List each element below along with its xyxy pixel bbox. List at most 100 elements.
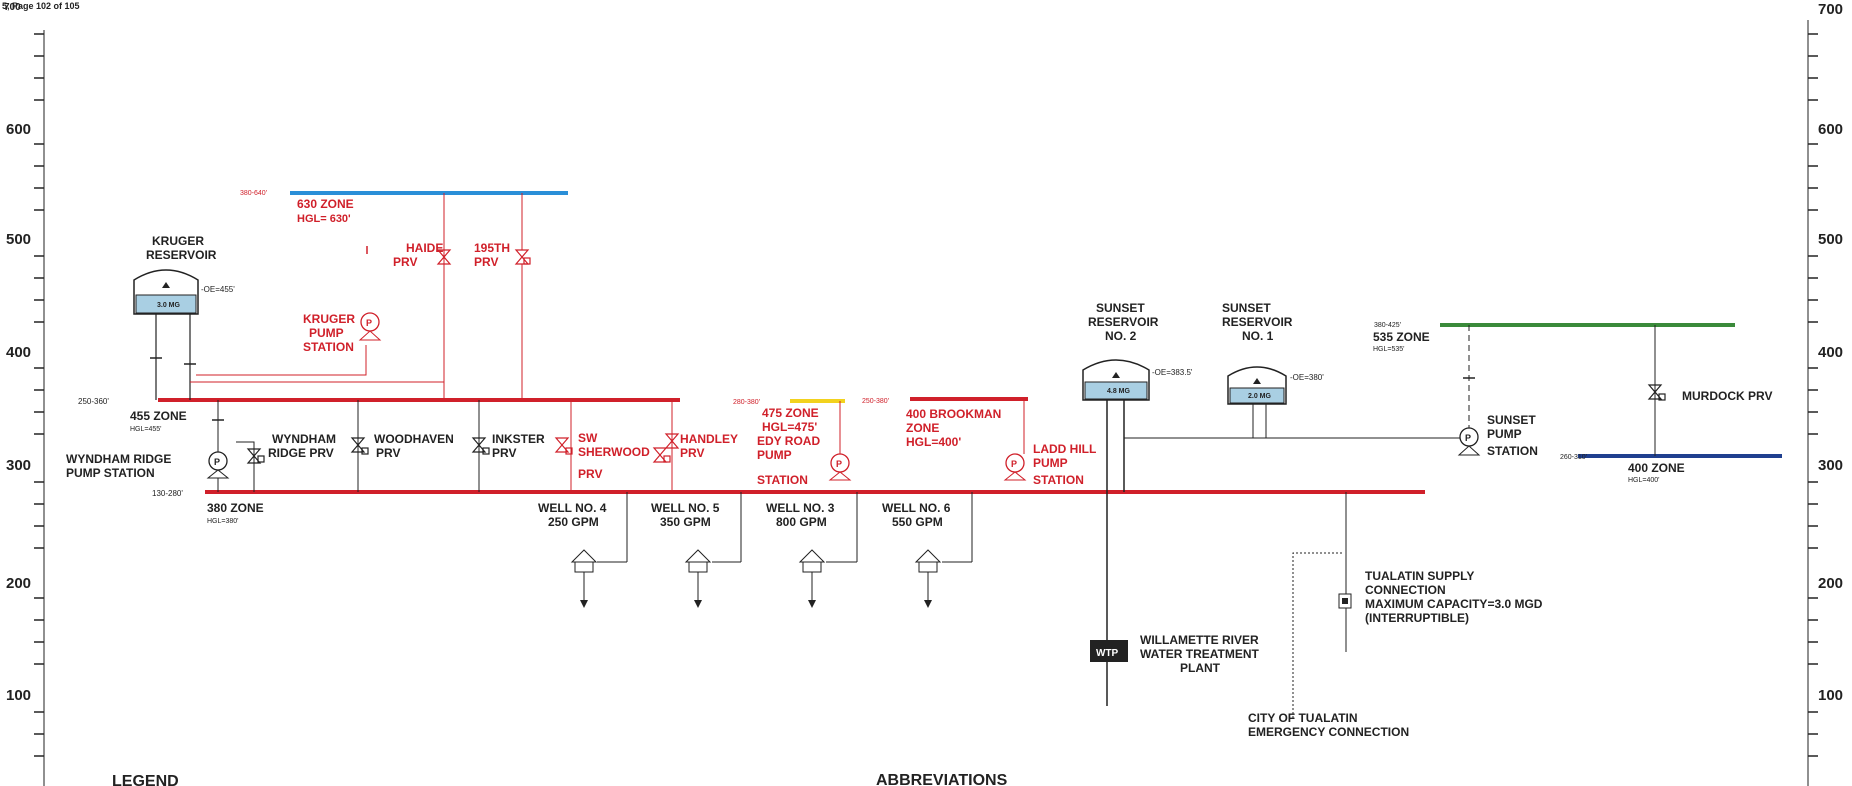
zone-475-range: 280-380' [733,399,760,406]
right-scale-100: 100 [1818,687,1843,704]
left-elevation-scale: 700 600 500 400 300 200 100 [4,2,45,786]
wyndham-prv-line2: RIDGE PRV [268,446,334,460]
sw-sherwood-prv-line1: SW [578,431,598,445]
well-4-name: WELL NO. 4 [538,501,607,515]
wyndham-pump-icon: P [206,400,230,492]
kruger-reservoir-oe: -OE=455' [201,285,235,294]
well-6-flow: 550 GPM [892,515,943,529]
handley-prv-valve-icon [664,433,680,449]
tualatin-supply-line2: CONNECTION [1365,583,1446,597]
zone-400-hgl: HGL=400' [1628,477,1660,484]
right-scale-400: 400 [1818,344,1843,361]
zone-400b-name2: ZONE [906,421,939,435]
right-scale-500: 500 [1818,231,1843,248]
well-6: WELL NO. 6 550 GPM [882,492,973,608]
sunset1-capacity: 2.0 MG [1248,393,1272,400]
zone-535-hgl: HGL=535' [1373,346,1405,353]
sunset1-line1: SUNSET [1222,301,1271,315]
left-scale-100: 100 [6,687,31,704]
well-5-name: WELL NO. 5 [651,501,720,515]
haide-prv-line2: PRV [393,255,417,269]
sunset2-line1: SUNSET [1096,301,1145,315]
well-4-flow: 250 GPM [548,515,599,529]
zone-400-name: 400 ZONE [1628,461,1685,475]
kruger-pump-line2: PUMP [309,326,344,340]
left-scale-700-partial: 700 [4,2,21,13]
left-scale-400: 400 [6,344,31,361]
right-scale-300: 300 [1818,457,1843,474]
willamette-line2: WATER TREATMENT [1140,647,1260,661]
edy-pump-line3: STATION [757,473,808,487]
prv-195th-valve-icon [514,249,531,265]
kruger-reservoir-line2: RESERVOIR [146,248,217,262]
ladd-pump-line3: STATION [1033,473,1084,487]
zone-380-hgl: HGL=380' [207,518,239,525]
sunset1-oe: -OE=380' [1290,373,1324,382]
inkster-prv-line1: INKSTER [492,432,545,446]
right-scale-200: 200 [1818,575,1843,592]
sunset2-capacity: 4.8 MG [1107,388,1131,395]
woodhaven-prv-valve-icon [350,437,369,455]
right-scale-700: 700 [1818,1,1843,18]
well-3-name: WELL NO. 3 [766,501,835,515]
zone-630-name: 630 ZONE [297,197,354,211]
sunset-pump-line1: SUNSET [1487,413,1536,427]
kruger-reservoir-capacity: 3.0 MG [157,302,181,309]
sunset2-reservoir-tank [1082,359,1150,401]
tualatin-supply-line1: TUALATIN SUPPLY [1365,569,1474,583]
well-6-name: WELL NO. 6 [882,501,951,515]
haide-prv-valve-icon [436,249,452,265]
sunset-pump-line3: STATION [1487,444,1538,458]
tualatin-supply-line3: MAXIMUM CAPACITY=3.0 MGD [1365,597,1543,611]
murdock-prv-valve-icon [1647,384,1666,401]
ladd-pump-line1: LADD HILL [1033,442,1096,456]
kruger-pump-line1: KRUGER [303,312,355,326]
abbreviations-heading: ABBREVIATIONS [876,772,1008,786]
zone-400b-hgl: HGL=400' [906,435,961,449]
woodhaven-prv-line1: WOODHAVEN [374,432,454,446]
well-4: WELL NO. 4 250 GPM [538,492,628,608]
murdock-prv-line1: MURDOCK PRV [1682,389,1772,403]
svg-text:WTP: WTP [1096,648,1119,659]
tualatin-supply-line4: (INTERRUPTIBLE) [1365,611,1469,625]
inkster-prv-line2: PRV [492,446,516,460]
zone-475-hgl: HGL=475' [762,420,817,434]
sunset1-line2: RESERVOIR [1222,315,1293,329]
wyndham-prv-valve-icon [246,448,265,464]
sunset1-reservoir-tank [1227,366,1287,405]
left-scale-500: 500 [6,231,31,248]
willamette-line3: PLANT [1180,661,1221,675]
sunset-pump-line2: PUMP [1487,427,1522,441]
left-scale-600: 600 [6,121,31,138]
right-elevation-scale: 700 600 500 400 300 200 100 [1807,1,1843,786]
prv-195th-line2: PRV [474,255,498,269]
page-header: 5, Page 102 of 105 [2,1,80,11]
zone-535-name: 535 ZONE [1373,330,1430,344]
svg-text:P: P [214,457,220,467]
inkster-prv-valve-icon [471,437,490,455]
handley-prv-line2: PRV [680,446,704,460]
wyndham-pump-line2: PUMP STATION [66,466,155,480]
kruger-pump-line3: STATION [303,340,354,354]
svg-text:P: P [1011,459,1017,469]
svg-text:P: P [1465,433,1471,443]
tualatin-emergency-line2: EMERGENCY CONNECTION [1248,725,1409,739]
zone-475-name: 475 ZONE [762,406,819,420]
kruger-pump-icon: P [358,312,382,341]
svg-text:P: P [366,318,372,328]
zone-455-range: 250-360' [78,397,109,406]
sw-sherwood-prv-line2: SHERWOOD [578,445,650,459]
woodhaven-prv-line2: PRV [376,446,400,460]
tualatin-meter-icon [1338,593,1352,609]
willamette-wtp-box: WTP [1090,640,1128,662]
well-3-flow: 800 GPM [776,515,827,529]
sunset1-line3: NO. 1 [1242,329,1274,343]
left-scale-300: 300 [6,457,31,474]
edy-pump-icon: P [828,401,852,481]
zone-455-name: 455 ZONE [130,409,187,423]
prv-195th-line1: 195TH [474,241,510,255]
right-scale-600: 600 [1818,121,1843,138]
edy-pump-line1: EDY ROAD [757,434,820,448]
ladd-pump-icon: P [1003,399,1027,481]
